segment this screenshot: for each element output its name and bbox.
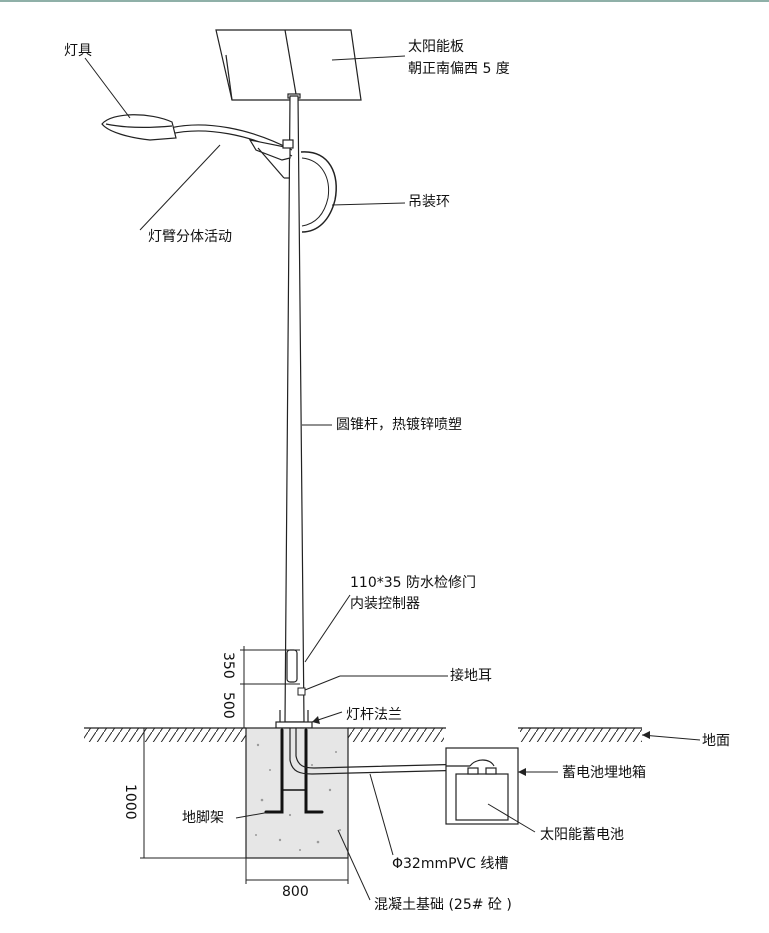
label-solar-panel-orientation: 朝正南偏西 5 度 (408, 61, 510, 77)
label-solar-panel: 太阳能板 (408, 39, 464, 55)
ground-surface (84, 727, 642, 742)
label-battery: 太阳能蓄电池 (540, 827, 624, 843)
label-ground: 地面 (702, 733, 730, 749)
grounding-lug (297, 687, 306, 696)
label-foundation: 混凝土基础 (25# 砼 ) (374, 897, 512, 913)
concrete-foundation (245, 727, 349, 859)
label-controller: 内装控制器 (350, 596, 420, 612)
label-battery-box: 蓄电池埋地箱 (562, 765, 646, 781)
label-lifting-ring: 吊装环 (408, 194, 450, 210)
lamp-arm (169, 124, 294, 179)
label-grounding-lug: 接地耳 (450, 668, 492, 684)
anchor-frame (264, 728, 324, 814)
label-lamp-arm: 灯臂分体活动 (148, 229, 232, 245)
dimension-lines (140, 646, 349, 884)
label-pole: 圆锥杆，热镀锌喷塑 (336, 417, 462, 433)
pole (284, 93, 305, 723)
leader-arrows (312, 716, 650, 776)
battery-box (445, 747, 519, 825)
dimension-door-height: 350 (220, 652, 236, 679)
label-maintenance-door: 110*35 防水检修门 (350, 575, 476, 591)
label-flange: 灯杆法兰 (346, 707, 402, 723)
label-anchor-frame: 地脚架 (182, 810, 224, 826)
dimension-door-offset: 500 (220, 692, 236, 719)
maintenance-door (286, 649, 298, 683)
label-conduit: Φ32mmPVC 线槽 (392, 856, 509, 872)
lamp-head (101, 114, 177, 141)
dimension-foundation-depth: 1000 (122, 784, 138, 820)
lifting-ring (300, 151, 337, 233)
solar-panel (215, 29, 362, 101)
dimension-foundation-width: 800 (282, 884, 309, 900)
leader-lines (84, 55, 701, 901)
pvc-conduit (289, 728, 471, 775)
label-lamp: 灯具 (64, 43, 92, 59)
